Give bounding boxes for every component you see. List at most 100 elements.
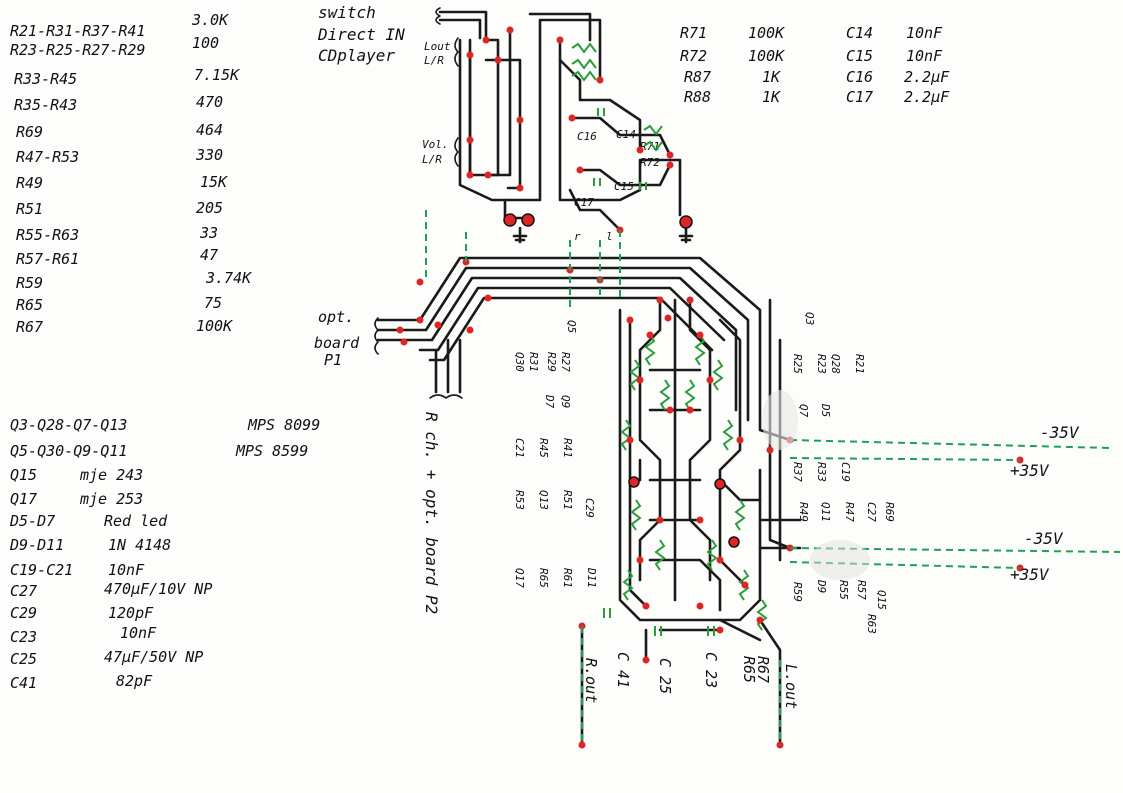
trace-in-12 <box>568 188 622 232</box>
semi-val-8: 120pF <box>108 604 154 622</box>
lbl-right-14: R69 <box>883 502 896 522</box>
lbl-right-15: D9 <box>815 579 828 593</box>
lbl-left-2: Q30 <box>513 352 526 372</box>
lout-label-lr: L/R <box>424 54 444 67</box>
semi-val-11: 82pF <box>116 672 153 690</box>
pad <box>741 581 749 589</box>
semi-table: Q3-Q28-Q7-Q13 MPS 8099 Q5-Q30-Q9-Q11 MPS… <box>9 416 320 692</box>
lbl-left-1: R27 <box>559 352 572 372</box>
res-ref-0: R21-R31-R37-R41 <box>10 22 145 40</box>
tr-val2-1: 10nF <box>906 47 943 65</box>
lbl-r: r <box>574 230 581 243</box>
bus-drop <box>434 338 462 394</box>
lbl-right-1: R25 <box>791 354 804 374</box>
semi-ref-6: C19-C21 <box>10 561 73 579</box>
lbl-left-8: R41 <box>561 438 574 458</box>
lbl-left-10: R53 <box>513 490 526 510</box>
lbl-left-14: Q17 <box>513 568 526 588</box>
pad <box>636 376 644 384</box>
ground-2 <box>678 226 694 244</box>
trace-in-6 <box>486 28 512 177</box>
ground-1 <box>512 226 528 244</box>
res-val-11: 75 <box>204 294 222 312</box>
tr-ref-3: R88 <box>684 88 711 106</box>
input-pcb <box>438 10 694 244</box>
amp-pcb <box>580 298 802 747</box>
res-r71 <box>643 124 663 136</box>
pad <box>466 326 474 334</box>
res-ref-12: R67 <box>16 318 43 336</box>
lbl-left-7: C21 <box>513 438 526 458</box>
res-val-8: 33 <box>199 224 218 242</box>
lbl-left-16: R61 <box>561 568 574 588</box>
lout-brace <box>454 37 459 67</box>
lbl-right-2: R23 <box>815 354 828 374</box>
res-r29 <box>629 359 641 391</box>
lbl-left-17: D11 <box>585 567 598 588</box>
res-r21 <box>684 379 696 411</box>
out-r67: R67 <box>754 656 772 683</box>
pad <box>626 316 634 324</box>
smudge <box>810 540 870 580</box>
res-ref-9: R57-R61 <box>16 250 79 268</box>
lbl-right-13: C27 <box>865 502 878 522</box>
lbl-left-12: R51 <box>561 490 574 510</box>
res-r47 <box>706 539 718 571</box>
supply-plus-1: +35V <box>1010 461 1050 480</box>
amp-trace-8 <box>648 558 722 612</box>
lbl-right-10: R49 <box>797 502 810 522</box>
res-ref-8: R55-R63 <box>16 226 79 244</box>
switch-brace <box>435 7 441 25</box>
res-r51 <box>654 539 666 571</box>
pad <box>416 278 424 286</box>
tr-ref2-0: C14 <box>846 24 873 42</box>
lbl-right-11: Q11 <box>819 502 832 522</box>
pad <box>686 406 694 414</box>
jumper-supply <box>789 439 1111 449</box>
opt-board-line-3: P1 <box>324 351 342 369</box>
semi-val-5: 1N 4148 <box>108 536 171 554</box>
semi-ref-0: Q3-Q28-Q7-Q13 <box>10 416 127 434</box>
bus-4 <box>418 286 726 352</box>
res-r31 <box>659 379 671 411</box>
out-c41: C 41 <box>614 652 632 688</box>
switch-note: switch Direct IN CDplayer <box>317 3 405 65</box>
res-ref-7: R51 <box>16 200 43 218</box>
left-component-labels: Q5 R27 Q30 R29 R31 Q9 D7 C21 R41 R45 R53… <box>513 320 598 588</box>
semi-val-10: 47µF/50V NP <box>104 648 203 666</box>
out-c23: C 23 <box>702 652 720 688</box>
opt-brace <box>374 317 379 355</box>
cap-c41 <box>603 608 611 618</box>
res-ref-6: R49 <box>16 174 43 192</box>
rch-label: R ch. + opt. board P2 <box>422 412 441 614</box>
pad <box>576 166 584 174</box>
trace-in-9 <box>558 58 642 152</box>
pad <box>696 516 704 524</box>
semi-val-1: MPS 8599 <box>235 442 308 460</box>
pad <box>686 296 694 304</box>
tr-val2-0: 10nF <box>906 24 943 42</box>
amp-trace-6 <box>718 318 747 587</box>
tr-val-1: 100K <box>748 47 785 65</box>
res-val-10: 3.74K <box>205 269 252 287</box>
supply-minus-1: -35V <box>1040 423 1080 442</box>
lbl-right-3: Q28 <box>829 354 842 374</box>
tr-ref2-1: C15 <box>846 47 873 65</box>
semi-ref-2: Q15 <box>10 466 37 484</box>
res-r53 <box>630 499 642 531</box>
semi-ref-9: C23 <box>10 628 37 646</box>
pad <box>716 556 724 564</box>
res-val-6: 15K <box>200 173 228 191</box>
input-components <box>571 42 663 190</box>
right-component-labels: Q3 R25 R23 Q28 R21 D5 Q7 R37 R33 C19 R49… <box>791 312 896 634</box>
resistor-table: R21-R31-R37-R41 3.0K R23-R25-R27-R29 100… <box>10 11 252 336</box>
res-r88 <box>571 58 597 70</box>
semi-val-4: Red led <box>104 512 168 530</box>
tr-val-0: 100K <box>748 24 785 42</box>
tr-val-3: 1K <box>762 88 781 106</box>
res-val-0: 3.0K <box>191 11 229 29</box>
semi-ref-1: Q5-Q30-Q9-Q11 <box>10 442 127 460</box>
rch-brace <box>429 394 463 399</box>
